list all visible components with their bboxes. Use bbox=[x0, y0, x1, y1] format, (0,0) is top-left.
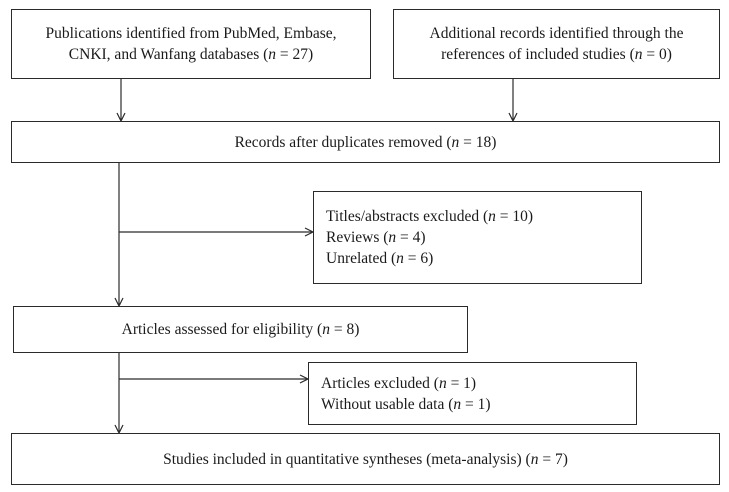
identified-line-1: Publications identified from PubMed, Emb… bbox=[45, 25, 337, 42]
arrowhead-identified-to-duplicates bbox=[116, 112, 126, 123]
additional-line-1: Additional records identified through th… bbox=[429, 25, 684, 42]
reviews-line: Reviews (n = 4) bbox=[326, 229, 426, 246]
additional-line-2: references of included studies (n = 0) bbox=[441, 46, 672, 63]
arrowhead-duplicates-to-eligibility bbox=[114, 297, 124, 308]
box-identified-databases: Publications identified from PubMed, Emb… bbox=[11, 9, 371, 79]
arrowhead-eligibility-to-included bbox=[114, 424, 124, 435]
unrelated-line: Unrelated (n = 6) bbox=[326, 250, 434, 267]
without-usable-data-line: Without usable data (n = 1) bbox=[321, 395, 491, 413]
eligibility-text: Articles assessed for eligibility (n = 8… bbox=[121, 321, 360, 338]
duplicates-text: Records after duplicates removed (n = 18… bbox=[234, 133, 497, 151]
arrowhead-additional-to-duplicates bbox=[508, 112, 518, 123]
box-included-studies: Studies included in quantitative synthes… bbox=[11, 433, 720, 485]
box-eligibility: Articles assessed for eligibility (n = 8… bbox=[13, 306, 468, 353]
articles-excluded-line: Articles excluded (n = 1) bbox=[321, 374, 477, 392]
box-duplicates-removed: Records after duplicates removed (n = 18… bbox=[11, 121, 720, 163]
identified-line-2: CNKI, and Wanfang databases (n = 27) bbox=[68, 46, 314, 63]
box-articles-excluded: Articles excluded (n = 1) Without usable… bbox=[308, 362, 637, 425]
box-titles-abstracts-excluded: Titles/abstracts excluded (n = 10) Revie… bbox=[313, 191, 642, 284]
titles-excluded-line: Titles/abstracts excluded (n = 10) bbox=[326, 208, 534, 225]
box-additional-records: Additional records identified through th… bbox=[393, 9, 720, 79]
included-text: Studies included in quantitative synthes… bbox=[163, 450, 568, 468]
arrowhead-titles-excluded bbox=[304, 227, 315, 237]
arrowhead-articles-excluded bbox=[299, 374, 310, 384]
